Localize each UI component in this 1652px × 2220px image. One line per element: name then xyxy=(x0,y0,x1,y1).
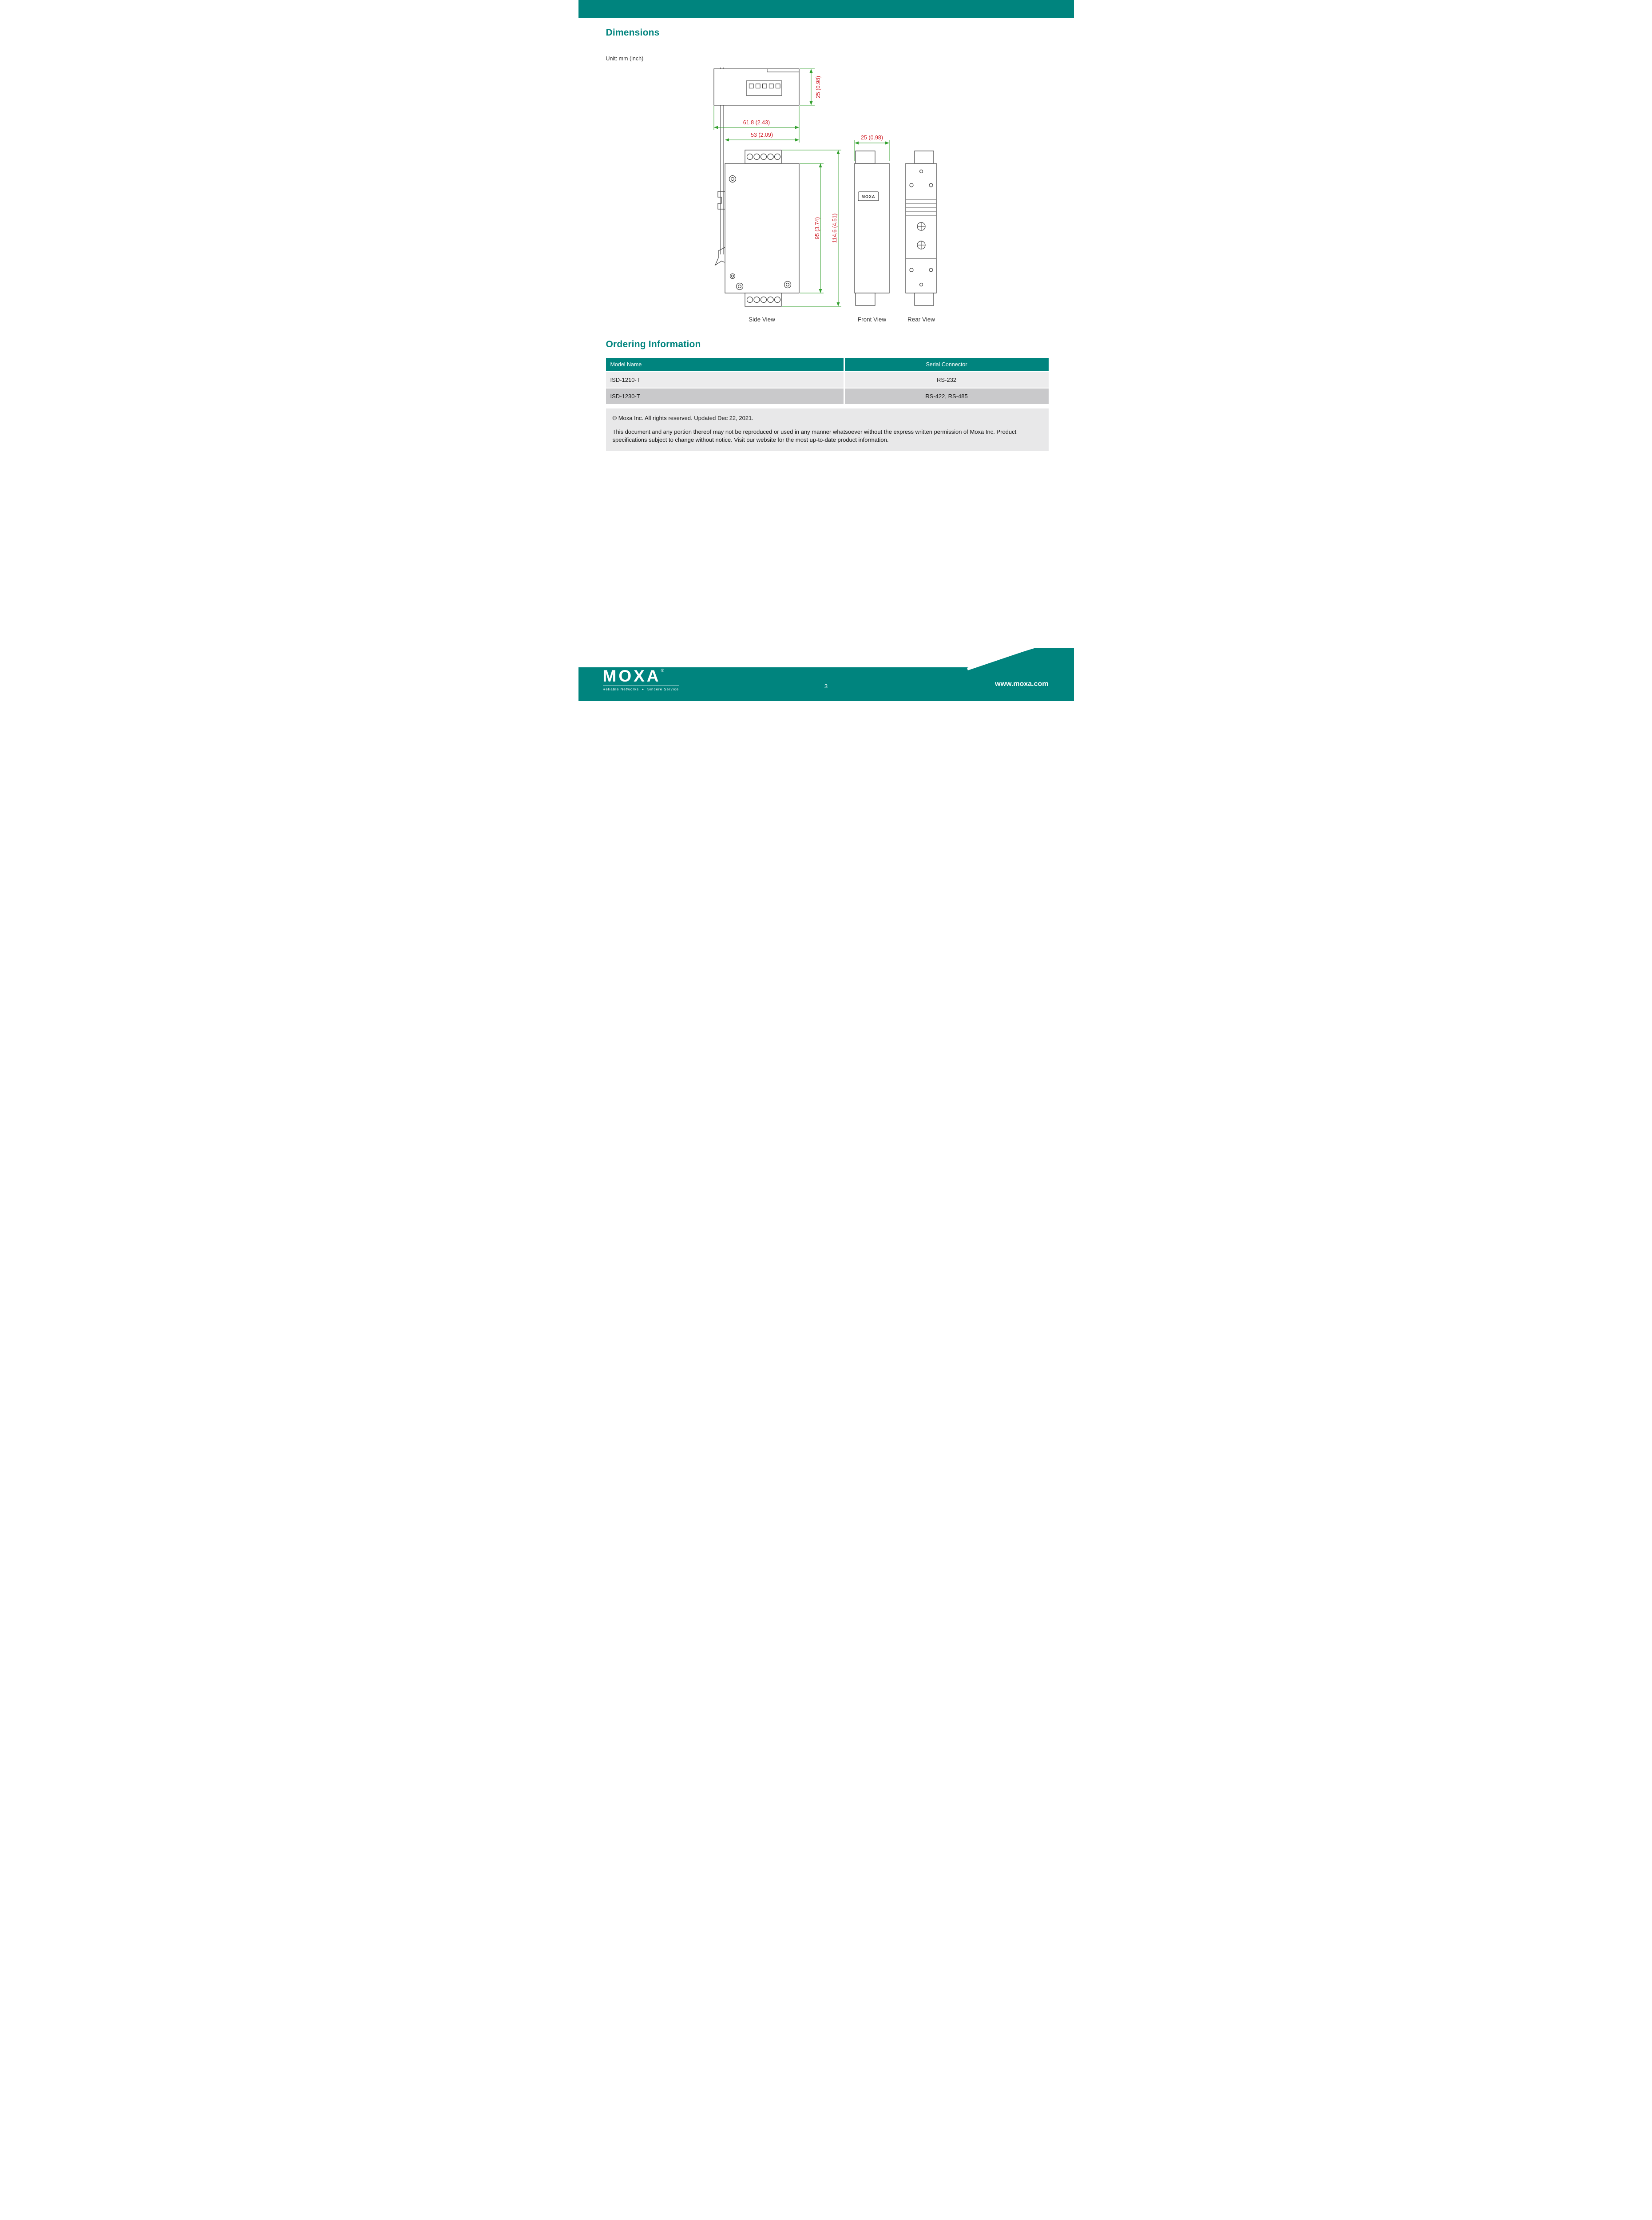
dim-label-front-width: 25 (0.98) xyxy=(860,135,883,141)
datasheet-page: Dimensions Unit: mm (inch) xyxy=(578,0,1074,701)
copyright-line: © Moxa Inc. All rights reserved. Updated… xyxy=(612,415,753,421)
dim-label-body-width: 53 (2.09) xyxy=(750,132,773,138)
side-view-drawing xyxy=(724,150,800,307)
dim-label-depth: 25 (0.98) xyxy=(815,76,821,98)
table-row: ISD-1210-T RS-232 xyxy=(606,372,1049,388)
column-header-serial-connector: Serial Connector xyxy=(844,358,1049,371)
table-header-row: Model Name Serial Connector xyxy=(606,358,1049,371)
moxa-tagline: Reliable Networks ▲ Sincere Service xyxy=(602,686,679,691)
dimensions-section-title: Dimensions xyxy=(606,28,660,38)
triangle-icon: ▲ xyxy=(641,688,645,691)
rear-view-drawing xyxy=(905,151,937,306)
ordering-section-title: Ordering Information xyxy=(606,339,701,349)
page-number: 3 xyxy=(824,683,828,690)
top-accent-bar xyxy=(578,0,1074,18)
dimension-depth: 25 (0.98) xyxy=(800,68,821,106)
screw-icon xyxy=(916,241,926,250)
registered-mark-icon: ® xyxy=(661,668,664,673)
front-view-drawing: MOXA xyxy=(854,151,890,306)
tagline-part-2: Sincere Service xyxy=(647,687,679,691)
dimension-overall-width: 61.8 (2.43) xyxy=(713,106,799,143)
table-row: ISD-1230-T RS-422, RS-485 xyxy=(606,388,1049,404)
ordering-table: Model Name Serial Connector ISD-1210-T R… xyxy=(606,358,1049,405)
dimension-drawing: MOXA xyxy=(713,67,937,323)
footer-band xyxy=(578,646,1074,701)
rear-view-label: Rear View xyxy=(907,316,935,323)
moxa-logo-text: MOXA xyxy=(602,667,661,685)
screw-icon xyxy=(916,222,926,231)
column-header-model-name: Model Name xyxy=(606,358,844,371)
dim-label-body-height: 95 (3.74) xyxy=(814,217,820,239)
side-view-label: Side View xyxy=(749,316,775,323)
top-view-drawing xyxy=(713,68,800,106)
moxa-logo: MOXA® Reliable Networks ▲ Sincere Servic… xyxy=(602,667,679,691)
model-name-cell: ISD-1210-T xyxy=(606,372,844,388)
legal-notice: © Moxa Inc. All rights reserved. Updated… xyxy=(606,408,1049,451)
front-moxa-logo-box xyxy=(857,191,879,201)
dimension-body-height: 95 (3.74) xyxy=(800,163,824,293)
front-moxa-logo-text: MOXA xyxy=(861,194,875,199)
website-link[interactable]: www.moxa.com xyxy=(995,680,1049,688)
serial-connector-cell: RS-232 xyxy=(844,372,1049,388)
dimension-body-width: 53 (2.09) xyxy=(725,132,799,142)
front-view-label: Front View xyxy=(857,316,886,323)
dim-label-overall-height: 114.6 (4.51) xyxy=(832,214,838,243)
dimension-overall-height: 114.6 (4.51) xyxy=(782,150,841,307)
model-name-cell: ISD-1230-T xyxy=(606,388,844,404)
serial-connector-cell: RS-422, RS-485 xyxy=(844,388,1049,404)
disclaimer-text: This document and any portion thereof ma… xyxy=(612,428,1017,444)
unit-note: Unit: mm (inch) xyxy=(606,56,644,62)
footer-accent-shape xyxy=(971,648,1074,667)
dimension-front-width: 25 (0.98) xyxy=(854,135,889,161)
dim-label-overall-width: 61.8 (2.43) xyxy=(743,119,769,126)
tagline-part-1: Reliable Networks xyxy=(602,687,639,691)
